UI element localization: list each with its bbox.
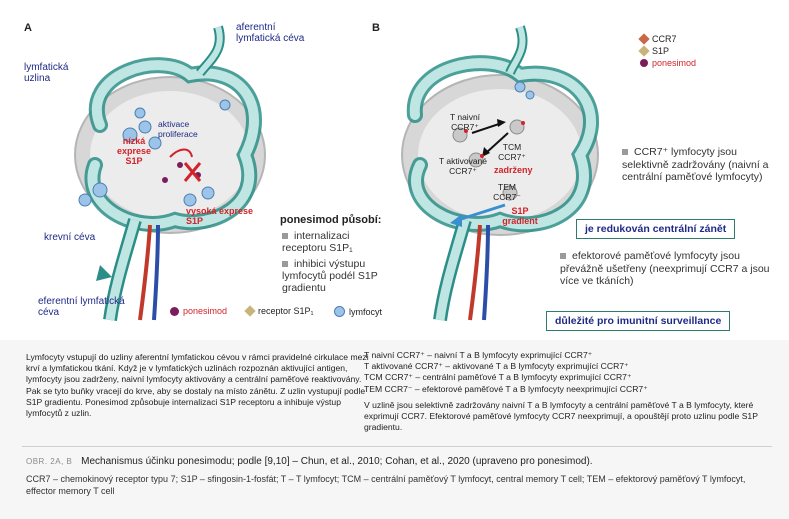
cell-s1p-gradient: S1P gradient: [502, 206, 538, 226]
cell-tcm-retained: zadrženy: [494, 165, 533, 175]
ponesimod-bullet-2: inhibici výstupu lymfocytů podél S1P gra…: [282, 258, 378, 294]
box-immune-surveillance: důležité pro imunitní surveillance: [546, 311, 731, 331]
legend-lymphocyte: lymfocyt: [334, 306, 382, 317]
figure-label: OBR. 2A, B: [26, 457, 73, 466]
cell-tem: TEM CCR7⁻: [493, 182, 521, 202]
s1p-icon: [638, 45, 650, 57]
label-blood-vessel: krevní céva: [44, 232, 96, 243]
cell-tcm: TCM CCR7⁺: [498, 142, 526, 162]
legend-ponesimod: ponesimod: [170, 306, 227, 316]
label-activation: aktivace proliferace: [158, 119, 198, 139]
label-high-s1p: vysoká exprese S1P: [186, 206, 254, 226]
caption-a: Lymfocyty vstupují do uzliny aferentní l…: [26, 352, 369, 419]
figure-abbreviations: CCR7 – chemokinový receptor typu 7; S1P …: [26, 474, 746, 496]
caption-b-lines: T naivní CCR7⁺ – naivní T a B lymfocyty …: [364, 350, 764, 395]
cell-t-naive: T naivní CCR7⁺: [449, 112, 481, 132]
label-efferent-vessel: eferentní lymfatická céva: [38, 296, 125, 318]
point-1: CCR7⁺ lymfocyty jsou selektivně zadržová…: [622, 146, 769, 183]
caption-b-para: V uzlině jsou selektivně zadržovány naiv…: [364, 400, 758, 433]
lymph-node-illustration-b: [401, 25, 599, 321]
ccr7-icon: [638, 33, 650, 45]
panel-a-letter: A: [24, 22, 32, 34]
legend-receptor: receptor S1P₁: [244, 305, 314, 317]
point-2: efektorové paměťové lymfocyty jsou převá…: [560, 250, 770, 287]
ponesimod-title: ponesimod působí:: [280, 214, 382, 226]
box-central-inflammation: je redukován centrální zánět: [576, 219, 736, 239]
label-lymph-node: lymfatická uzlina: [24, 62, 69, 84]
bullet-square-icon: [282, 261, 288, 268]
lymphocyte-icon: [334, 306, 345, 317]
caption-b-line: TCM CCR7⁺ – centrální paměťové T a B lym…: [364, 372, 632, 383]
receptor-icon: [244, 305, 256, 317]
caption-b-line: TEM CCR7⁻ – efektorové paměťové T a B ly…: [364, 383, 648, 394]
legend-s1p: S1P: [638, 45, 669, 57]
caption-divider: [22, 446, 772, 447]
caption-b-line: T naivní CCR7⁺ – naivní T a B lymfocyty …: [364, 350, 593, 360]
figure-title-row: OBR. 2A, B Mechanismus účinku ponesimodu…: [26, 456, 776, 468]
figure-title: Mechanismus účinku ponesimodu; podle [9,…: [81, 456, 593, 467]
bullet-square-icon: [282, 233, 288, 240]
label-low-s1p: nízká exprese S1P: [116, 136, 152, 166]
bullet-square-icon: [560, 253, 566, 260]
bullet-square-icon: [622, 149, 628, 156]
label-afferent-vessel: aferentní lymfatická céva: [236, 22, 305, 44]
legend-ccr7: CCR7: [638, 33, 677, 45]
ponesimod-icon: [640, 59, 648, 67]
lymph-node-illustration-a: [74, 25, 266, 321]
caption-b-line: T aktivované CCR7⁺ – aktivované T a B ly…: [364, 361, 629, 372]
cell-t-activated: T aktivované CCR7⁺: [438, 156, 488, 176]
panel-b-letter: B: [372, 22, 380, 34]
ponesimod-bullet-1: internalizaci receptoru S1P₁: [282, 230, 353, 254]
ponesimod-icon: [170, 306, 179, 316]
legend-ponesimod-b: ponesimod: [640, 58, 696, 68]
